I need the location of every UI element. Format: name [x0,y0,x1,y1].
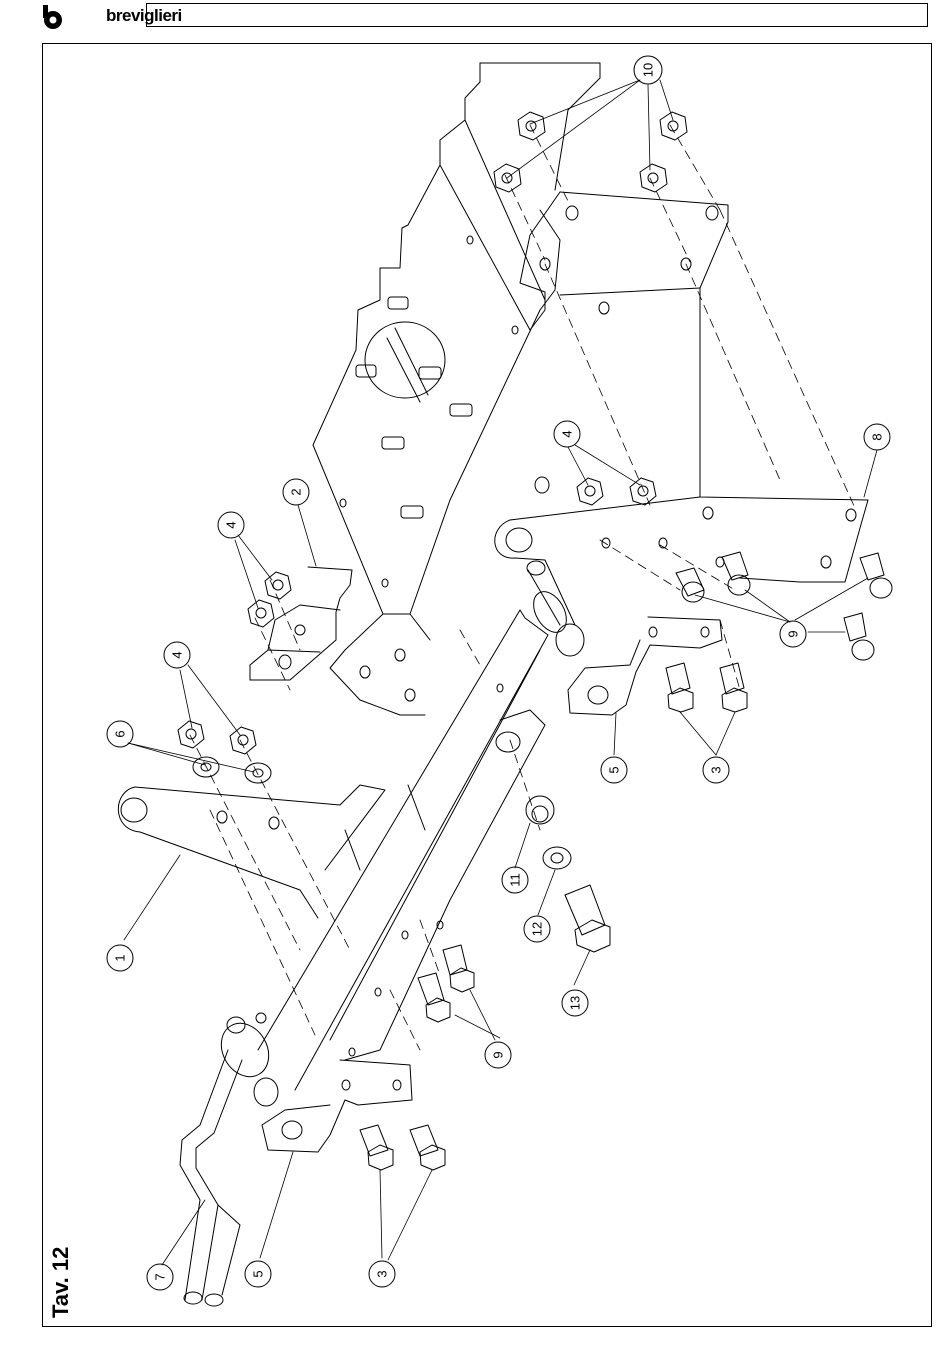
nut-icon [230,727,256,754]
callout-13: 13 [562,990,588,1016]
crank-handle [180,1050,242,1306]
svg-text:3: 3 [709,766,724,773]
nut-icon [630,478,656,505]
nuts-4 [178,478,656,754]
svg-text:8: 8 [870,433,885,440]
nut-icon [518,112,545,140]
svg-text:4: 4 [170,651,185,658]
callout-8: 8 [864,424,890,450]
main-chassis-plate [313,63,600,715]
callout-12: 12 [524,916,550,942]
stud [382,437,404,449]
callout-4: 4 [554,421,580,447]
stud [401,506,423,518]
stud [388,297,408,309]
plate-eye-hole [506,528,532,552]
svg-text:6: 6 [113,730,128,737]
svg-text:7: 7 [153,1273,168,1280]
callout-4: 4 [164,642,190,668]
svg-text:2: 2 [289,488,304,495]
svg-text:13: 13 [568,996,583,1010]
washers [193,757,571,869]
svg-text:9: 9 [786,630,801,637]
nut-icon [640,164,667,192]
center-lines [190,125,855,1050]
right-bracket-plate [495,192,868,582]
bracket-5-lower [262,1060,412,1152]
svg-text:9: 9 [491,1051,506,1058]
nut-icon [248,600,274,627]
callout-4: 4 [218,512,244,538]
svg-text:10: 10 [641,63,656,77]
callout-9: 9 [485,1042,511,1068]
callout-11: 11 [502,867,528,893]
washer-icon [543,847,571,869]
callout-5: 5 [245,1261,271,1287]
left-plate [118,785,385,918]
nuts-10 [494,112,687,192]
callout-6: 6 [107,721,133,747]
bolts [360,552,892,1170]
tube-bar-assembly [212,560,584,1106]
callout-10: 10 [634,56,662,84]
callout-1: 1 [107,945,133,971]
plate-eye-hole [121,798,147,822]
svg-text:11: 11 [508,873,523,887]
callout-3: 3 [703,757,729,783]
svg-text:12: 12 [530,922,545,936]
callout-7: 7 [147,1264,173,1290]
svg-text:3: 3 [375,1270,390,1277]
bushing-icon [526,796,554,824]
svg-text:4: 4 [560,430,575,437]
stud [419,367,441,379]
leader-lines [124,80,877,1265]
svg-text:4: 4 [224,521,239,528]
callout-2: 2 [283,479,309,505]
washer-icon [245,763,271,783]
nut-icon [577,478,603,505]
callout-3: 3 [369,1261,395,1287]
sheet-label: Tav. 12 [48,1247,74,1318]
nut-icon [660,112,687,140]
bracket-5-upper [568,617,722,715]
callout-5: 5 [601,757,627,783]
svg-text:5: 5 [607,766,622,773]
callout-9: 9 [780,621,806,647]
svg-text:1: 1 [113,954,128,961]
svg-text:5: 5 [251,1270,266,1277]
hub-disc [365,322,445,398]
stud [450,404,472,416]
